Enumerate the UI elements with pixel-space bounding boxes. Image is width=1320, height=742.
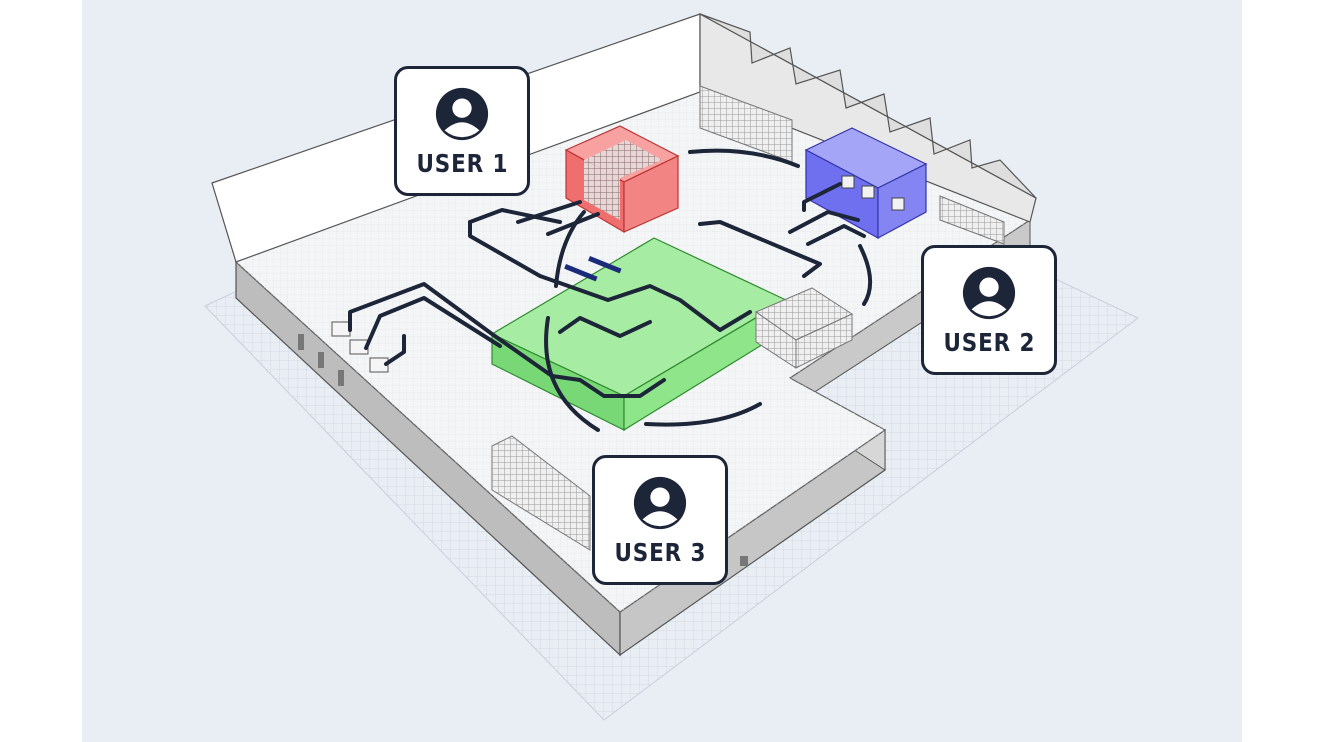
blue-zone xyxy=(804,127,928,240)
user-path-arcs xyxy=(544,148,872,432)
user-label: USER 3 xyxy=(614,537,706,567)
conveyor-lines xyxy=(348,182,866,398)
user-label: USER 2 xyxy=(943,327,1035,357)
red-zone xyxy=(564,125,680,234)
sawtooth-roof xyxy=(699,13,1037,199)
user-avatar-icon xyxy=(633,476,687,529)
user-avatar-icon xyxy=(962,266,1016,319)
user-card-3: USER 3 xyxy=(592,455,728,585)
user-label: USER 1 xyxy=(416,148,508,178)
user-card-2: USER 2 xyxy=(921,245,1057,375)
floor-markers xyxy=(564,255,622,282)
user-avatar-icon xyxy=(435,87,489,140)
storage-racks xyxy=(491,85,1005,551)
user-card-1: USER 1 xyxy=(394,66,530,196)
wall-vents xyxy=(298,334,748,566)
